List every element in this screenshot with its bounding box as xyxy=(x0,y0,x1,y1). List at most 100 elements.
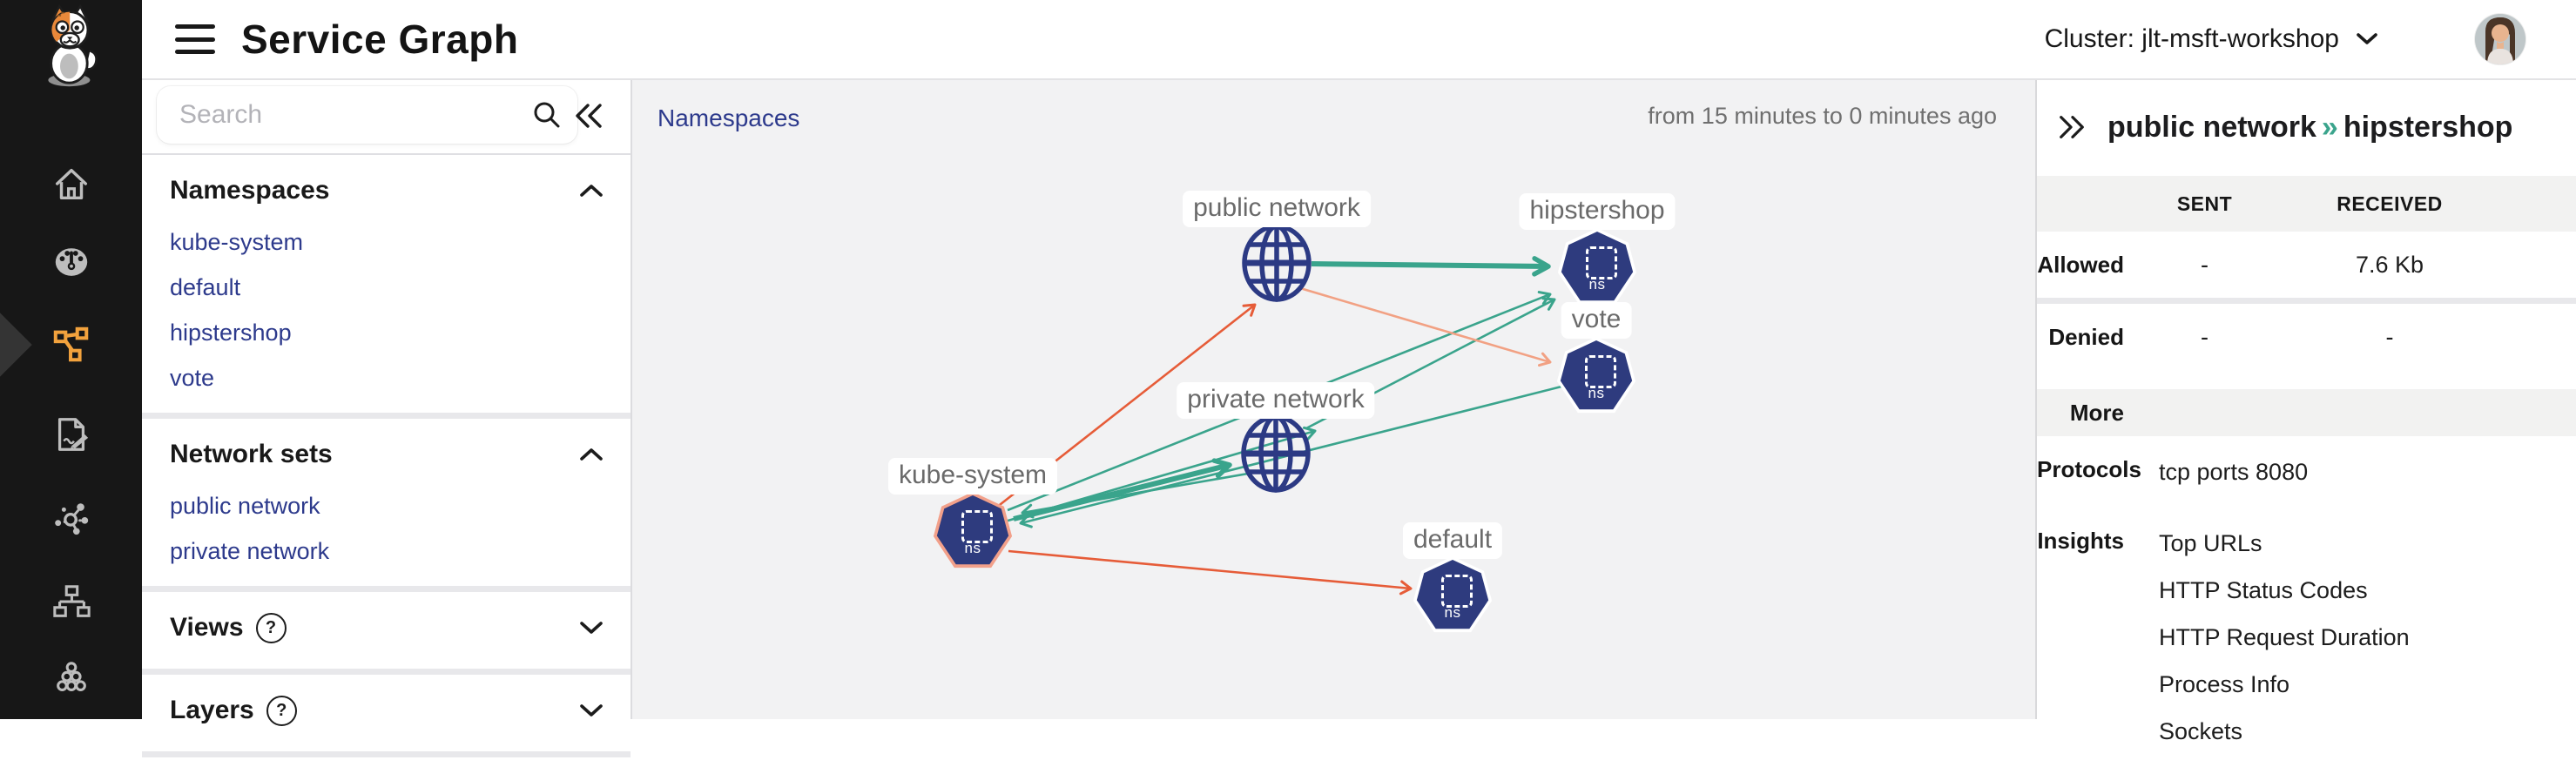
node-label-kube-system[interactable]: kube-system xyxy=(887,458,1058,495)
section-views-header[interactable]: Views? xyxy=(142,599,631,656)
search-icon[interactable] xyxy=(532,100,562,130)
sidebar-item-kube-system[interactable]: kube-system xyxy=(170,228,304,255)
home-icon xyxy=(55,168,87,200)
rail-item-dashboard[interactable] xyxy=(0,231,142,293)
namespace-hexagon-icon: ns xyxy=(1560,340,1633,410)
active-item-notch xyxy=(0,313,32,377)
graph-node-default[interactable]: ns xyxy=(1413,556,1493,633)
edge-kube-system-to-default[interactable] xyxy=(1008,549,1413,595)
sidebar-section-network-sets: Network sets public network private networ… xyxy=(142,419,631,586)
namespace-hexagon-icon: ns xyxy=(1561,232,1634,301)
menu-icon[interactable] xyxy=(175,24,215,54)
sidebar-item-default[interactable]: default xyxy=(170,273,241,300)
row-label: Denied xyxy=(2048,323,2124,350)
sidebar-item-private-network[interactable]: private network xyxy=(170,537,330,564)
column-sent: SENT xyxy=(2176,192,2233,215)
ns-badge: ns xyxy=(964,540,981,556)
more-row-protocols: Protocols tcp ports 8080 xyxy=(2037,436,2576,508)
help-icon[interactable]: ? xyxy=(255,612,287,643)
integrations-icon xyxy=(54,503,88,535)
hierarchy-icon xyxy=(52,585,91,617)
graph-scope-label[interactable]: Namespaces xyxy=(657,104,800,131)
namespace-dashed-square xyxy=(1441,575,1473,608)
more-row-value[interactable]: Top URLs xyxy=(2159,530,2262,556)
time-range-label: from 15 minutes to 0 minutes ago xyxy=(1648,103,1997,129)
network-globe-icon xyxy=(1241,414,1311,493)
section-divider xyxy=(142,413,631,419)
traffic-table-header: SENT RECEIVED xyxy=(2037,176,2576,232)
connection-target: hipstershop xyxy=(2343,110,2513,144)
more-row-value: tcp ports 8080 xyxy=(2159,459,2309,485)
namespace-dashed-square xyxy=(1585,355,1616,388)
edge-public-network-to-hipstershop[interactable] xyxy=(1311,256,1551,277)
chevron-up-icon xyxy=(580,448,603,461)
namespace-hexagon-icon: ns xyxy=(1416,560,1489,629)
node-label-vote[interactable]: vote xyxy=(1561,302,1632,339)
rail-item-reports[interactable] xyxy=(0,403,142,466)
help-icon[interactable]: ? xyxy=(266,695,297,726)
edge-kube-system-to-private-network[interactable] xyxy=(1013,458,1232,521)
namespace-hexagon-icon: ns xyxy=(936,495,1009,565)
graph-node-kube-system[interactable]: ns xyxy=(933,492,1013,569)
row-divider xyxy=(2037,298,2576,304)
sidebar-item-public-network[interactable]: public network xyxy=(170,492,320,519)
rail-item-integrations[interactable] xyxy=(0,486,142,548)
more-label: More xyxy=(2069,399,2124,426)
cluster-selector-label: Cluster: jlt-msft-workshop xyxy=(2044,24,2339,53)
sent-value: - xyxy=(2201,251,2208,278)
sidebar-section-views: Views? xyxy=(142,592,631,669)
user-avatar[interactable] xyxy=(2475,14,2525,64)
graph-node-private-network[interactable] xyxy=(1238,413,1313,495)
rail-item-service-graph[interactable] xyxy=(0,313,142,377)
graph-node-hipstershop[interactable]: ns xyxy=(1557,228,1637,305)
received-value: 7.6 Kb xyxy=(2355,251,2424,278)
node-label-hipstershop[interactable]: hipstershop xyxy=(1519,193,1676,230)
cluster-selector[interactable]: Cluster: jlt-msft-workshop xyxy=(2045,24,2379,54)
otterize-logo[interactable] xyxy=(19,3,122,87)
top-header: Service Graph Cluster: jlt-msft-workshop xyxy=(142,0,2576,80)
sent-value: - xyxy=(2201,323,2208,350)
node-label-public-network[interactable]: public network xyxy=(1183,191,1371,227)
section-network-sets-header[interactable]: Network sets xyxy=(142,426,631,483)
more-row-value[interactable]: Sockets xyxy=(2159,718,2243,744)
node-label-private-network[interactable]: private network xyxy=(1177,382,1375,419)
rail-item-clusters[interactable] xyxy=(0,648,142,710)
section-title: Namespaces xyxy=(170,176,330,205)
sidebar-section-namespaces: Namespaces kube-system default hipstershop v… xyxy=(142,155,631,413)
more-row-value[interactable]: HTTP Request Duration xyxy=(2159,624,2410,650)
collapse-panel-icon[interactable] xyxy=(2057,114,2087,140)
graph-node-vote[interactable]: ns xyxy=(1556,337,1636,414)
node-label-default[interactable]: default xyxy=(1402,522,1503,559)
sidebar-item-vote[interactable]: vote xyxy=(170,364,215,391)
edge-public-network-to-vote[interactable] xyxy=(1299,286,1552,367)
search-input[interactable] xyxy=(157,100,532,130)
connection-source: public network xyxy=(2107,110,2316,144)
more-row-label: Insights xyxy=(2037,528,2124,554)
more-row-value[interactable]: Process Info xyxy=(2159,671,2290,697)
details-panel-header: public network»hipstershop xyxy=(2037,78,2576,176)
more-row-label: Protocols xyxy=(2037,456,2141,482)
sidebar-item-hipstershop[interactable]: hipstershop xyxy=(170,319,292,346)
traffic-row-denied: Denied - - xyxy=(2037,304,2576,370)
reports-icon xyxy=(57,418,88,451)
graph-edges xyxy=(995,256,1562,595)
section-divider xyxy=(142,751,631,757)
section-layers-header[interactable]: Layers? xyxy=(142,682,631,739)
page-title: Service Graph xyxy=(241,17,519,62)
sidebar: Namespaces kube-system default hipstershop v… xyxy=(142,78,632,757)
received-value: - xyxy=(2385,323,2394,350)
graph-node-public-network[interactable] xyxy=(1239,222,1314,304)
sidebar-section-layers: Layers? xyxy=(142,675,631,751)
rail-item-home[interactable] xyxy=(0,152,142,215)
network-globe-icon xyxy=(1242,224,1312,302)
nav-rail xyxy=(0,0,142,719)
collapse-sidebar-icon[interactable] xyxy=(573,103,604,129)
section-namespaces-header[interactable]: Namespaces xyxy=(142,162,631,219)
chevron-down-icon xyxy=(580,622,603,634)
cat-logo-icon xyxy=(48,3,98,87)
more-row-value[interactable]: HTTP Status Codes xyxy=(2159,577,2368,603)
rail-item-hierarchy[interactable] xyxy=(0,571,142,634)
chevron-down-icon xyxy=(580,704,603,717)
